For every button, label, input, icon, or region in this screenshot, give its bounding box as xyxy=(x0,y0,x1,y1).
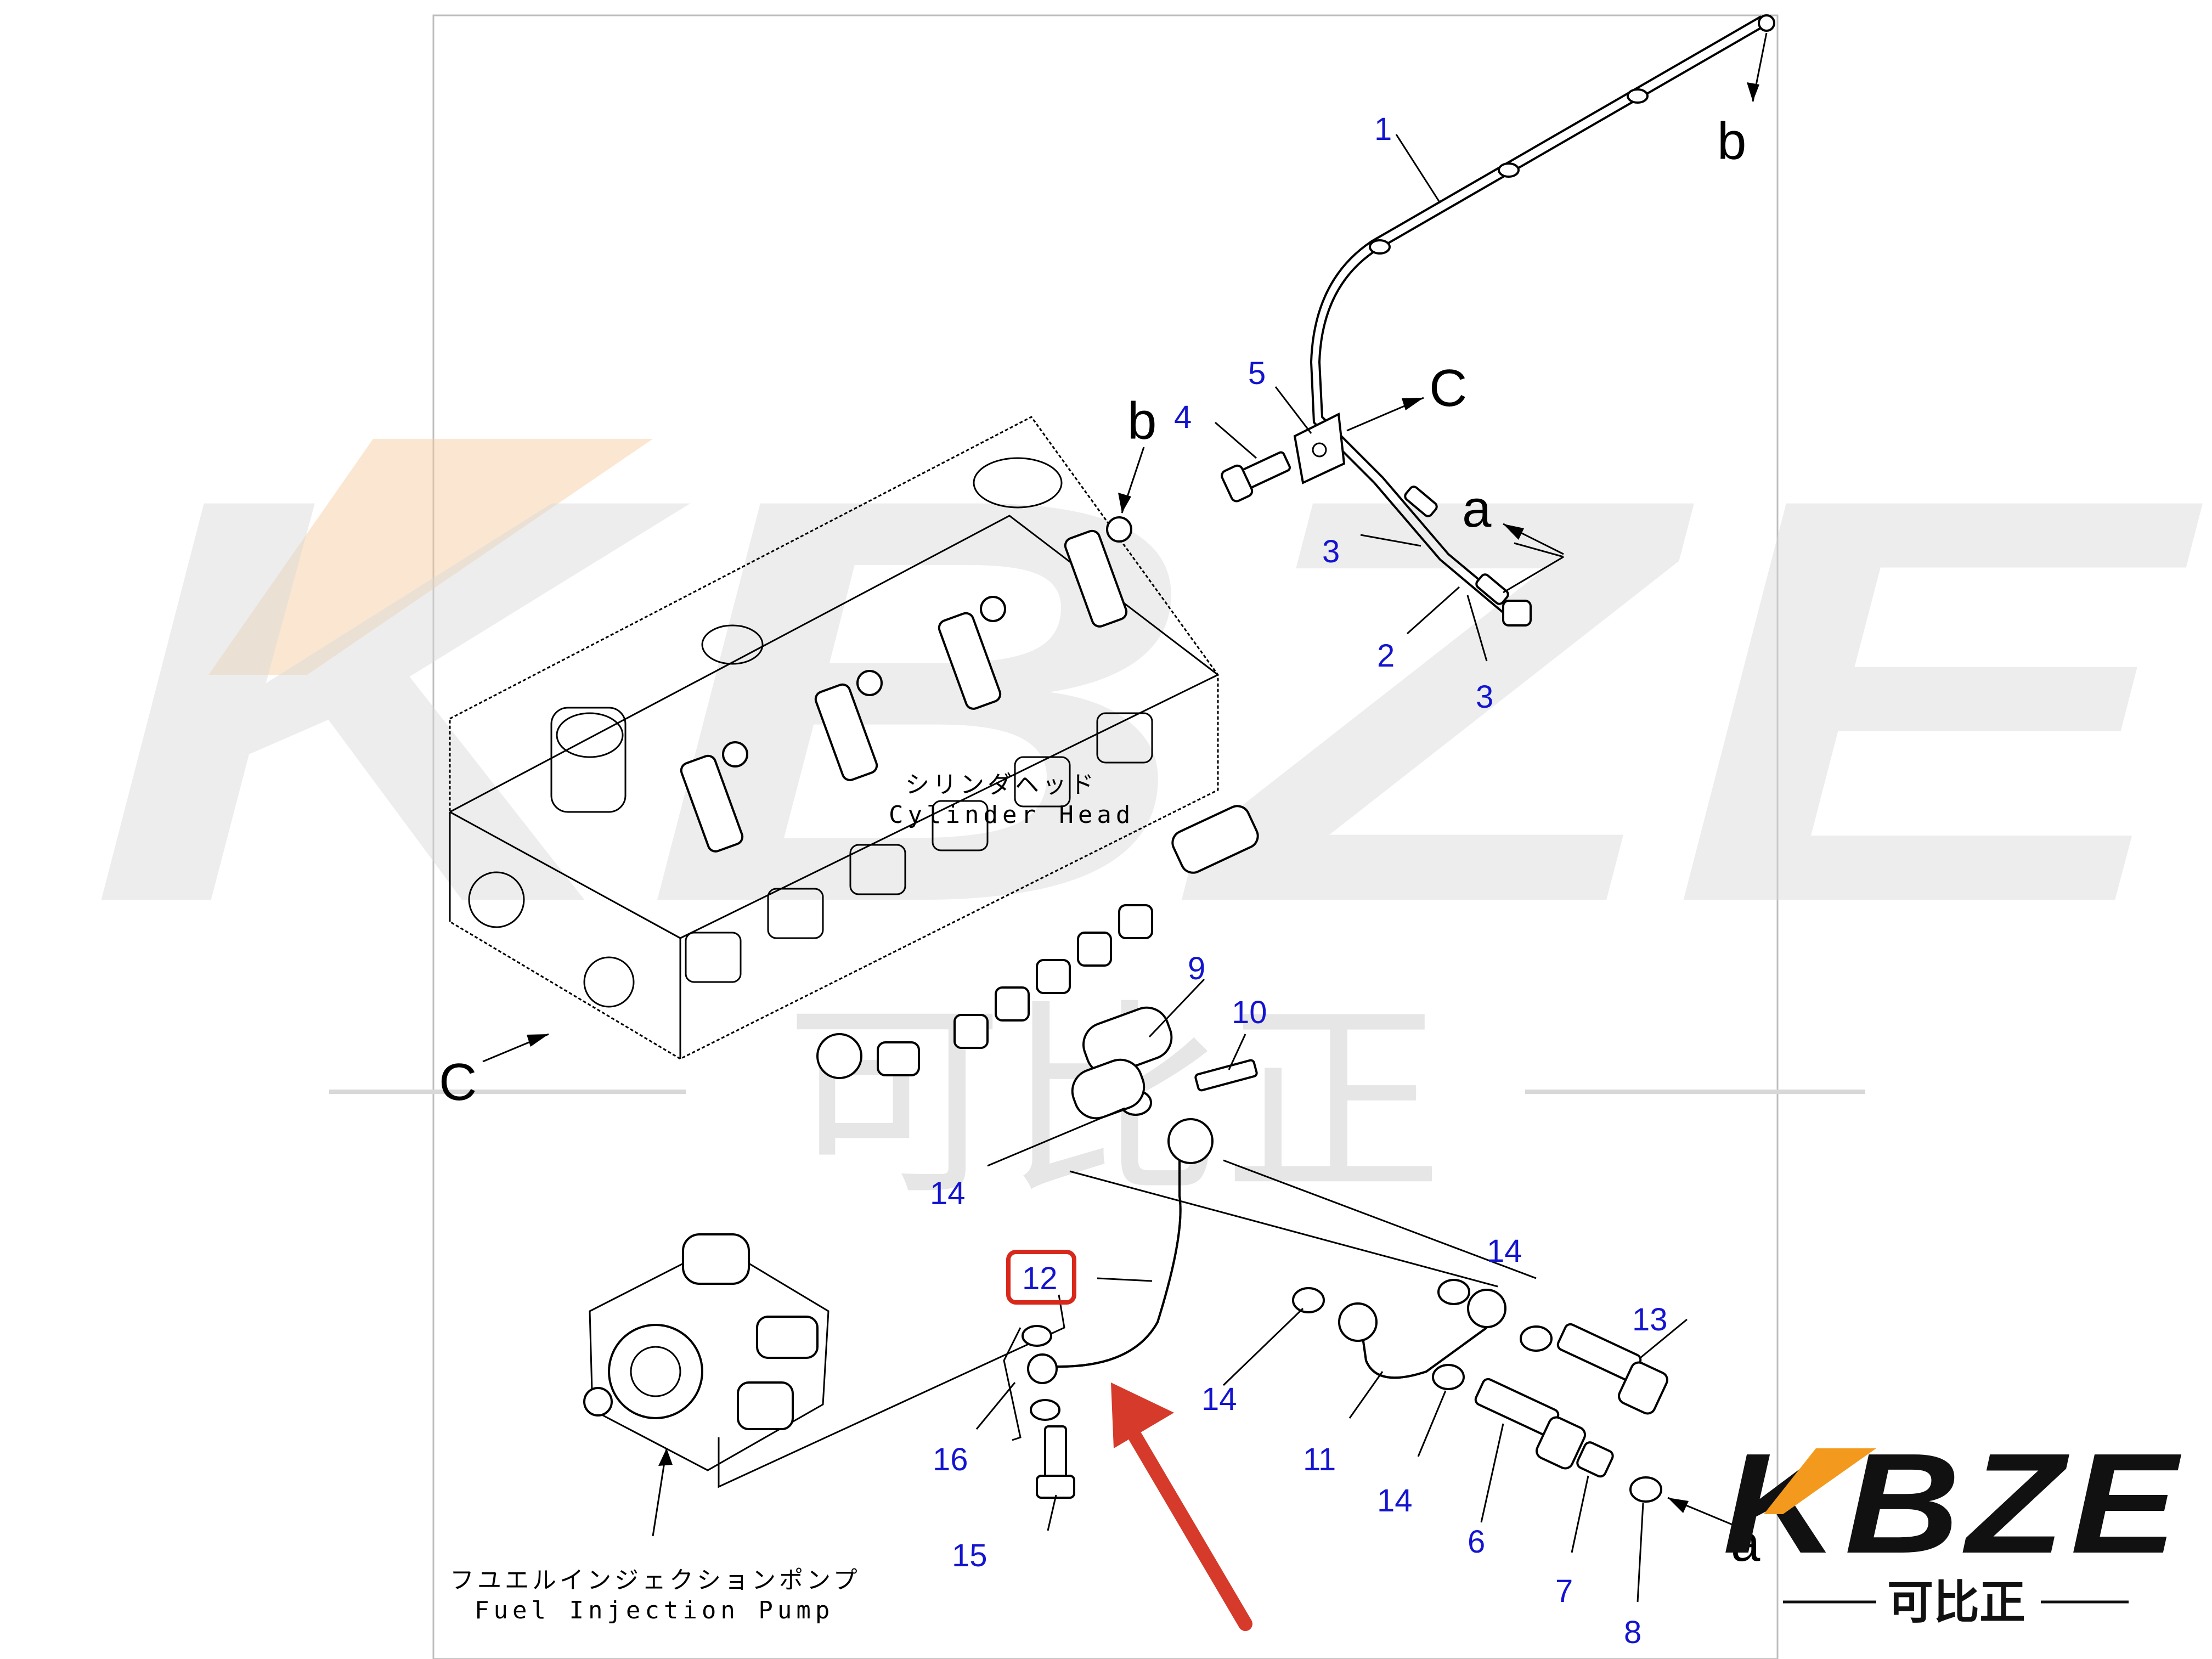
pipe-connectors xyxy=(816,805,1259,1079)
callout-2: 2 xyxy=(1377,638,1395,674)
reference-arrows xyxy=(482,32,1768,1526)
callout-16: 16 xyxy=(933,1442,968,1477)
fuel-injection-pump-drawing: フユエルインジェクションポンプ Fuel Injection Pump xyxy=(450,1233,1065,1624)
leak-off-pipe-assembly xyxy=(1221,14,1775,627)
fuel-pipes xyxy=(1027,1118,1506,1384)
watermark-accent-shape xyxy=(208,439,653,675)
plug-7 xyxy=(1576,1441,1614,1478)
callout-13: 13 xyxy=(1632,1302,1668,1338)
callout-12: 12 xyxy=(1022,1261,1058,1296)
callout-1: 1 xyxy=(1374,111,1392,147)
ref-letter-b-mid: b xyxy=(1127,392,1156,450)
callout-14-b: 14 xyxy=(1487,1233,1522,1269)
highlight-arrow-shaft xyxy=(1128,1430,1252,1631)
callout-4: 4 xyxy=(1174,399,1192,435)
callout-15: 15 xyxy=(952,1538,988,1573)
callout-7: 7 xyxy=(1555,1573,1573,1609)
callout-6: 6 xyxy=(1468,1524,1485,1560)
callout-14-d: 14 xyxy=(1377,1483,1413,1519)
highlight-arrow-head xyxy=(1111,1383,1174,1448)
injectors xyxy=(680,516,1132,853)
logo-brand-cn: 可比正 xyxy=(1887,1576,2025,1629)
callout-14-c: 14 xyxy=(1201,1381,1237,1417)
callout-3-upper: 3 xyxy=(1322,534,1340,569)
callout-numbers: 1 2 3 3 4 5 6 7 8 9 10 11 13 14 14 14 14… xyxy=(930,111,1668,1650)
callout-10: 10 xyxy=(1232,995,1267,1030)
fuel-pump-label-en: Fuel Injection Pump xyxy=(475,1596,834,1624)
callout-3-lower: 3 xyxy=(1476,679,1493,715)
brand-logo: KBZE 可比正 xyxy=(1723,1424,2183,1629)
leader-lines xyxy=(975,134,1688,1602)
ref-letter-a-bottom: a xyxy=(1731,1514,1760,1572)
reference-letters: b b C C a a xyxy=(439,112,1760,1572)
callout-14-a: 14 xyxy=(930,1176,966,1211)
cylinder-head-label-jp: シリンダヘッド xyxy=(905,771,1097,799)
callout-5: 5 xyxy=(1248,356,1266,391)
highlight-box xyxy=(1006,1250,1076,1305)
bracket-bolt xyxy=(1221,451,1291,503)
pipe-bracket xyxy=(1293,412,1346,484)
ref-letter-c-left: C xyxy=(439,1053,477,1111)
fuel-pump-label-jp: フユエルインジェクションポンプ xyxy=(450,1566,861,1594)
hardware xyxy=(1022,1006,1669,1503)
callout-8: 8 xyxy=(1624,1615,1641,1650)
ref-letter-c-right: C xyxy=(1429,359,1467,417)
cylinder-head-drawing: シリンダヘッド Cylinder Head xyxy=(449,416,1259,1079)
highlight-part-12: 12 xyxy=(1006,1250,1252,1631)
cylinder-head-label-en: Cylinder Head xyxy=(889,801,1135,829)
callout-11: 11 xyxy=(1303,1442,1336,1477)
ref-letter-a-top: a xyxy=(1462,479,1492,538)
bolt-10 xyxy=(1194,1059,1258,1092)
callout-9: 9 xyxy=(1188,951,1205,986)
logo-accent-shape xyxy=(1764,1448,1876,1514)
logo-brand: KBZE xyxy=(1723,1424,2183,1583)
ref-letter-b-top: b xyxy=(1717,112,1746,171)
